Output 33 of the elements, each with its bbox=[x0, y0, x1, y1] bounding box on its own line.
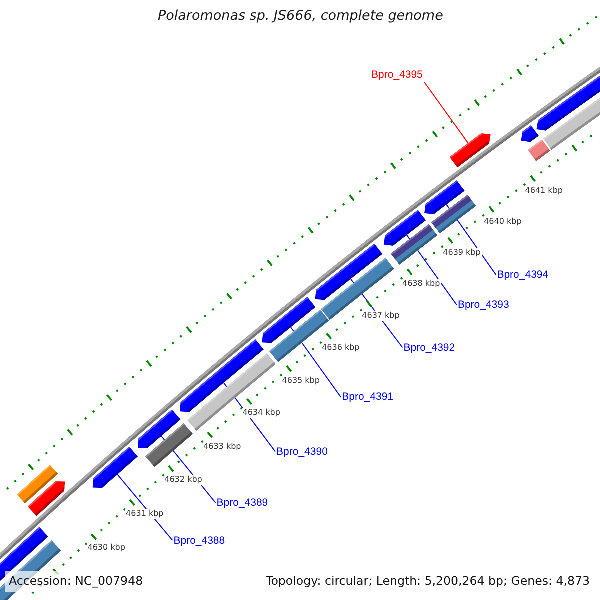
tick-label: 4639 kbp bbox=[442, 248, 482, 258]
tick-label: 4641 kbp bbox=[524, 186, 564, 196]
gene-feature bbox=[450, 133, 491, 168]
gene-feature bbox=[384, 210, 426, 246]
gene-label: Bpro_4394 bbox=[497, 269, 549, 282]
gene-feature bbox=[28, 481, 66, 516]
tick-label: 4635 kbp bbox=[281, 376, 321, 386]
gene-feature bbox=[315, 244, 383, 300]
tick-label: 4631 kbp bbox=[125, 509, 165, 519]
gene-feature bbox=[536, 76, 600, 131]
gene-feature bbox=[424, 180, 465, 214]
map-title: Polaromonas sp. JS666, complete genome bbox=[158, 8, 444, 24]
tick-label: 4630 kbp bbox=[86, 543, 126, 554]
gene-feature bbox=[138, 410, 181, 448]
gene-label: Bpro_4389 bbox=[216, 496, 268, 509]
tick-label: 4633 kbp bbox=[202, 442, 242, 452]
gene-label: Bpro_4395 bbox=[372, 69, 423, 82]
gene-label: Bpro_4393 bbox=[458, 299, 510, 312]
tick-label: 4638 kbp bbox=[402, 279, 442, 290]
tick-label: 4634 kbp bbox=[242, 408, 282, 418]
gene-label: Bpro_4391 bbox=[342, 391, 394, 404]
tick-label: 4637 kbp bbox=[361, 310, 401, 321]
gene-label: Bpro_4392 bbox=[404, 342, 456, 354]
gene-label: Bpro_4390 bbox=[276, 446, 328, 458]
gene-feature bbox=[92, 446, 138, 488]
tick-label: 4640 kbp bbox=[483, 216, 523, 227]
gene-label: Bpro_4388 bbox=[174, 534, 226, 547]
gene-feature bbox=[521, 126, 539, 142]
gene-feature bbox=[262, 297, 316, 344]
tick-label: 4636 kbp bbox=[321, 343, 361, 354]
leader-line bbox=[424, 82, 469, 144]
tick-label: 4632 kbp bbox=[164, 475, 204, 486]
leader-line bbox=[117, 474, 174, 542]
